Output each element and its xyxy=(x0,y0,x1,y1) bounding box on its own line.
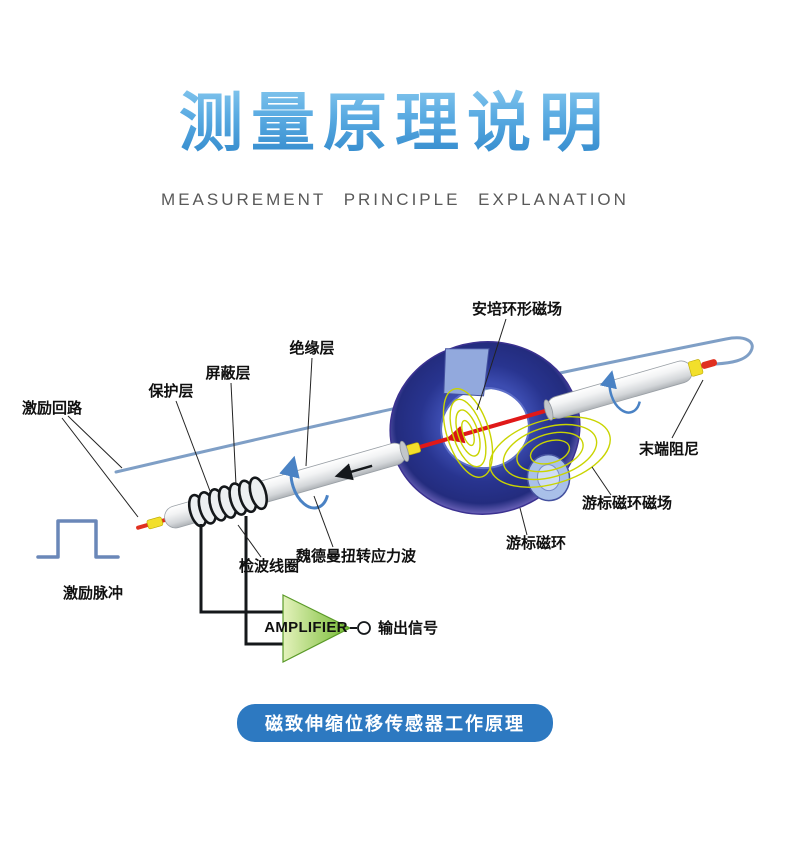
shield-layer-pointer xyxy=(230,382,237,486)
sensor-rod-left xyxy=(136,440,410,530)
torsion-wave-arrow-left xyxy=(279,455,329,510)
cursor-field-pointer xyxy=(591,466,612,496)
insulation-layer-label: 绝缘层 xyxy=(289,339,334,357)
caption-text: 磁致伸缩位移传感器工作原理 xyxy=(265,714,525,734)
ampere-field-pointer xyxy=(476,318,507,411)
ampere-ring-field-label: 安培环形磁场 xyxy=(472,300,562,318)
cursor-ring-pointer xyxy=(519,507,528,536)
detection-coil-pointer xyxy=(237,524,262,558)
page-subtitle: MEASUREMENT PRINCIPLE EXPLANATION xyxy=(161,190,629,209)
amplifier-triangle xyxy=(282,594,352,663)
excitation-pulse-label: 激励脉冲 xyxy=(63,584,123,602)
cursor-ring-field-lines xyxy=(489,416,611,488)
protective-layer-pointer xyxy=(175,400,211,492)
caption-banner: 磁致伸缩位移传感器工作原理 xyxy=(237,704,553,742)
coil-to-amplifier-wire-1 xyxy=(199,524,283,614)
excitation-circuit-label: 激励回路 xyxy=(22,399,83,417)
coil-to-amplifier-wire-2 xyxy=(244,516,283,646)
wiedemann-wave-pointer xyxy=(313,495,334,548)
excitation-loop-wire xyxy=(114,336,754,474)
cursor-ring-field-label: 游标磁环磁场 xyxy=(582,494,672,512)
sensor-principle-diagram: AMPLIFIER 输出信号 激励回路 保护层 屏蔽层 绝缘层 安培环形磁场 末… xyxy=(22,300,754,663)
excitation-circuit-pointer xyxy=(61,415,139,518)
output-terminal xyxy=(357,621,371,635)
torsion-wave-arrow-right xyxy=(599,370,641,414)
shield-layer-label: 屏蔽层 xyxy=(205,364,250,382)
output-signal-label: 输出信号 xyxy=(378,619,438,637)
sensor-rod-right xyxy=(543,359,718,421)
detection-coil xyxy=(187,476,268,528)
wiedemann-wave-label: 魏德曼扭转应力波 xyxy=(295,547,417,565)
wave-direction-arrow xyxy=(334,463,373,481)
excitation-pulse-waveform xyxy=(36,519,120,559)
protective-layer-label: 保护层 xyxy=(147,382,193,400)
amplifier-label: AMPLIFIER xyxy=(264,619,348,636)
page-title: 测量原理说明 xyxy=(0,72,790,164)
ampere-ring-field-lines xyxy=(442,388,494,478)
cursor-ring-label: 游标磁环 xyxy=(506,534,566,552)
end-damping-label: 末端阻尼 xyxy=(639,440,699,458)
end-damping-pointer xyxy=(671,379,704,439)
detection-coil-label: 检波线圈 xyxy=(239,557,299,575)
end-red-tip xyxy=(701,359,718,369)
ring-top-cut xyxy=(443,348,490,397)
rod-left-sleeve xyxy=(146,516,164,530)
insulation-layer-pointer xyxy=(305,357,313,467)
